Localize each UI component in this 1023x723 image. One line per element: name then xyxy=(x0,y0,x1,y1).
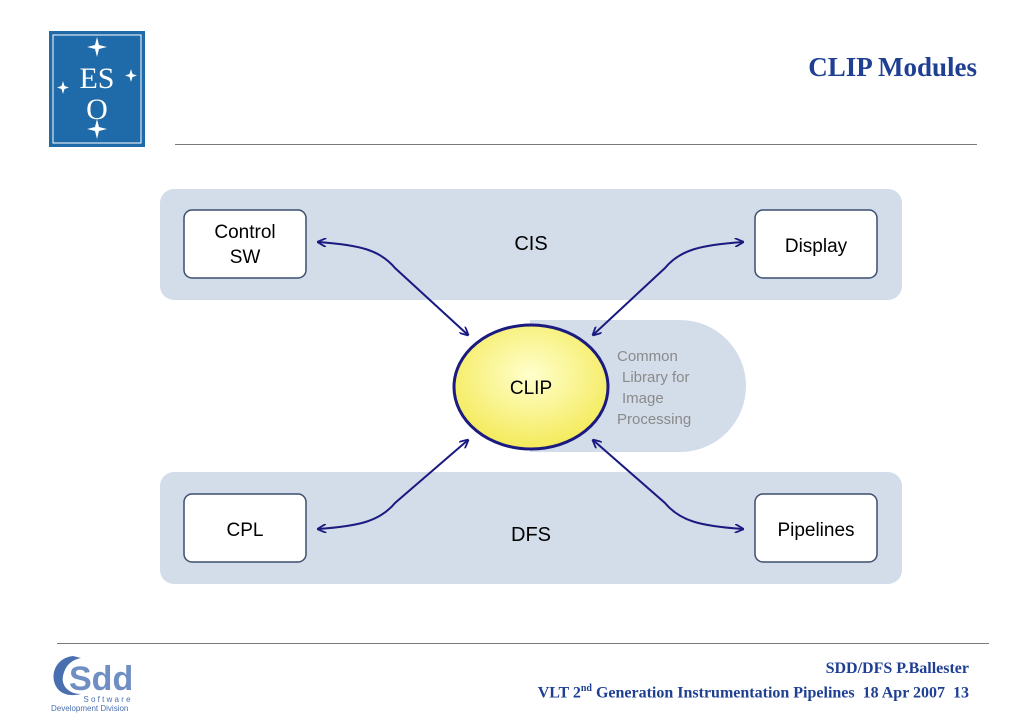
star-icon xyxy=(87,37,107,57)
title-divider xyxy=(175,144,977,145)
control-sw-label-line1: Control xyxy=(214,222,275,243)
control-sw-box: Control SW xyxy=(183,209,307,279)
clip-node xyxy=(452,323,610,451)
eso-logo: ES O xyxy=(49,31,145,147)
clip-description-line: Library for xyxy=(622,369,690,386)
footer-event-sup: nd xyxy=(580,683,592,694)
display-box: Display xyxy=(754,209,878,279)
footer-event-prefix: VLT 2 xyxy=(537,684,581,702)
arrow-display-clip xyxy=(593,242,743,335)
clip-label: CLIP xyxy=(510,378,552,399)
slide-title: CLIP Modules xyxy=(808,52,977,82)
sdd-swoosh-icon xyxy=(53,656,81,696)
footer-author: SDD/DFS P.Ballester xyxy=(825,660,969,677)
clip-description-line: Processing xyxy=(617,411,691,428)
star-icon xyxy=(87,119,107,139)
arrow-cpl-clip xyxy=(318,440,468,529)
cis-label: CIS xyxy=(514,233,547,255)
sdd-division-text: Development Division xyxy=(51,704,128,713)
footer-event-suffix: Generation Instrumentation Pipelines 18 … xyxy=(591,684,969,702)
sdd-letters: Sdd xyxy=(69,660,133,698)
control-sw-label-line2: SW xyxy=(230,247,261,268)
clip-description: Common Library for Image Processing xyxy=(617,348,691,428)
footer-event: VLT 2nd Generation Instrumentation Pipel… xyxy=(538,683,969,702)
star-icon xyxy=(57,81,69,94)
eso-letters-es: ES xyxy=(79,62,114,95)
dfs-label: DFS xyxy=(511,524,551,546)
footer-divider xyxy=(57,643,989,644)
arrow-pipelines-clip xyxy=(593,440,743,529)
clip-description-line: Common xyxy=(617,348,678,365)
arrow-control-sw-clip xyxy=(318,242,468,335)
sdd-software-text: S o f t w a r e xyxy=(83,695,131,704)
display-label: Display xyxy=(785,236,848,257)
cpl-box: CPL xyxy=(183,493,307,563)
eso-letter-o: O xyxy=(86,93,108,126)
pipelines-label: Pipelines xyxy=(777,520,854,541)
cpl-label: CPL xyxy=(227,520,264,541)
sdd-logo: Sdd S o f t w a r e Development Division xyxy=(51,656,133,713)
star-icon xyxy=(125,69,137,82)
pipelines-box: Pipelines xyxy=(754,493,878,563)
clip-description-line: Image xyxy=(622,390,664,407)
